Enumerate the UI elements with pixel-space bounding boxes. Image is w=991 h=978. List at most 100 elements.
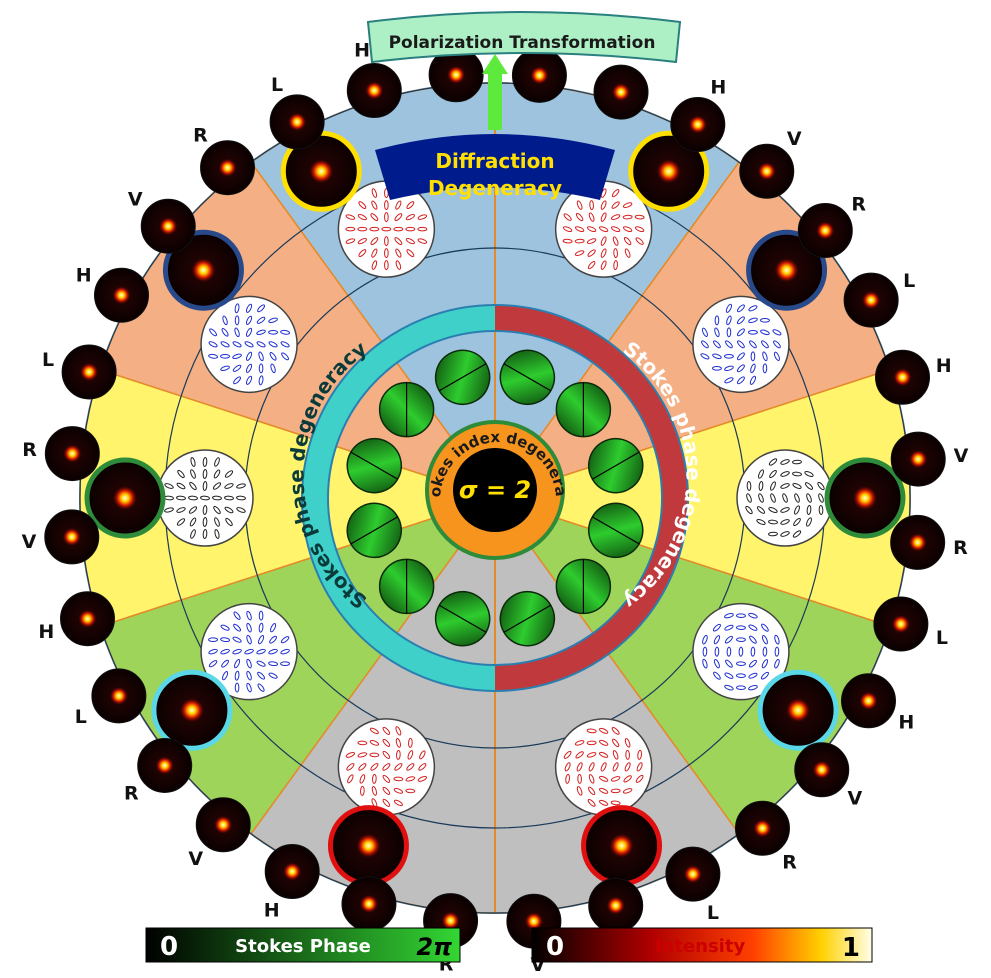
outer-spot-9 — [873, 596, 929, 652]
inner-spot-3 — [824, 457, 906, 539]
stokes-cell-1 — [555, 381, 612, 438]
outer-spot-27 — [140, 198, 196, 254]
outer-spot-12 — [734, 800, 790, 856]
outer-spot-11 — [794, 742, 850, 798]
outer-label-7: V — [954, 445, 969, 467]
polarization-map-9 — [200, 295, 298, 394]
outer-label-6: H — [936, 355, 952, 377]
outer-spot-19 — [195, 797, 251, 853]
title-banner: Polarization Transformation — [366, 11, 682, 64]
polarization-map-2 — [692, 295, 790, 394]
stokes-cell-0 — [499, 349, 556, 406]
outer-spot-21 — [91, 668, 147, 724]
inner-spot-9 — [162, 229, 244, 311]
intensity-colorbar: 0 Intensity 1 — [531, 927, 873, 963]
stokes-cell-11 — [434, 349, 491, 406]
outer-label-10: H — [898, 711, 914, 733]
outer-label-30: H — [354, 39, 370, 61]
outer-intensity-patterns — [44, 47, 946, 949]
inner-spot-2 — [746, 229, 828, 311]
stokes-ring-right-arc — [494, 305, 688, 691]
inner-spot-6 — [327, 805, 409, 887]
intensity-colorbar-max: 1 — [842, 933, 860, 963]
intensity-colorbar-label: Intensity — [655, 936, 746, 957]
polarization-maps — [156, 180, 834, 816]
polarization-map-5 — [554, 718, 653, 816]
inner-spot-7 — [151, 669, 233, 751]
outer-spot-22 — [60, 591, 116, 647]
outer-spot-3 — [739, 143, 795, 199]
stokes-cell-3 — [587, 502, 644, 559]
outer-label-24: R — [22, 439, 37, 461]
outer-spot-13 — [665, 846, 721, 902]
polarization-map-6 — [337, 718, 436, 816]
outer-spot-25 — [61, 344, 117, 400]
outer-label-11: V — [847, 787, 862, 809]
inner-intensity-patterns — [84, 130, 906, 887]
outer-label-22: H — [38, 621, 54, 643]
stokes-cell-10 — [378, 381, 435, 438]
outer-spot-7 — [890, 431, 946, 487]
outer-label-5: L — [903, 270, 915, 292]
inner-spot-1 — [628, 130, 710, 212]
outer-polarization-labels: RLHVRLHVRLHVRLHVRLHVRLHVRLHVRLHV — [22, 22, 969, 976]
polarization-map-7 — [200, 602, 298, 701]
diffraction-banner-line2: Degeneracy — [428, 176, 562, 200]
outer-spot-17 — [341, 876, 397, 932]
outer-label-9: L — [936, 627, 948, 649]
polarization-map-8 — [156, 449, 254, 547]
outer-spot-5 — [843, 272, 899, 328]
stokes-cell-4 — [555, 558, 612, 615]
outer-label-28: R — [193, 124, 208, 146]
stokes-cell-8 — [346, 502, 403, 559]
outer-spot-0 — [511, 47, 567, 103]
stokes-cell-5 — [499, 590, 556, 647]
polarization-map-0 — [337, 180, 436, 278]
outer-label-19: V — [188, 848, 203, 870]
outer-spot-14 — [588, 877, 644, 933]
title-banner-text: Polarization Transformation — [389, 33, 656, 53]
stokes-cell-7 — [378, 558, 435, 615]
stokes-phase-cells — [346, 349, 644, 647]
outer-spot-8 — [890, 514, 946, 570]
outer-label-3: V — [787, 128, 802, 150]
outer-label-12: R — [782, 852, 797, 874]
outer-label-8: R — [953, 537, 968, 559]
polarization-map-1 — [554, 180, 653, 278]
inner-spot-4 — [757, 669, 839, 751]
outer-label-4: R — [851, 193, 866, 215]
up-arrow-icon — [482, 54, 508, 130]
inner-spot-0 — [280, 130, 362, 212]
stokes-cell-6 — [434, 590, 491, 647]
stokes-colorbar-max: 2π — [416, 933, 452, 961]
outer-label-25: L — [42, 349, 54, 371]
stokes-phase-colorbar: 0 Stokes Phase 2π — [145, 927, 461, 963]
center-black-disk — [453, 448, 537, 532]
center-value: σ = 2 — [459, 476, 531, 504]
outer-spot-1 — [593, 64, 649, 120]
outer-spot-26 — [94, 267, 150, 323]
outer-spot-31 — [428, 47, 484, 103]
outer-spot-6 — [874, 349, 930, 405]
stokes-cell-9 — [346, 437, 403, 494]
outer-label-13: L — [707, 902, 719, 924]
outer-label-21: L — [75, 706, 87, 728]
stokes-colorbar-label: Stokes Phase — [235, 936, 371, 957]
outer-label-27: V — [128, 189, 143, 211]
outer-spot-24 — [44, 426, 100, 482]
inner-spot-8 — [84, 457, 166, 539]
outer-spot-18 — [264, 843, 320, 899]
outer-label-23: V — [22, 531, 37, 553]
outer-spot-30 — [346, 63, 402, 119]
outer-spot-20 — [137, 737, 193, 793]
outer-label-20: R — [124, 783, 139, 805]
outer-spot-2 — [670, 97, 726, 153]
outer-spot-28 — [200, 140, 256, 196]
outer-spot-4 — [797, 203, 853, 259]
outer-spot-10 — [840, 673, 896, 729]
inner-spot-5 — [581, 805, 663, 887]
outer-label-18: H — [264, 899, 280, 921]
diffraction-banner-line1: Diffraction — [435, 149, 554, 173]
stokes-cell-2 — [587, 437, 644, 494]
